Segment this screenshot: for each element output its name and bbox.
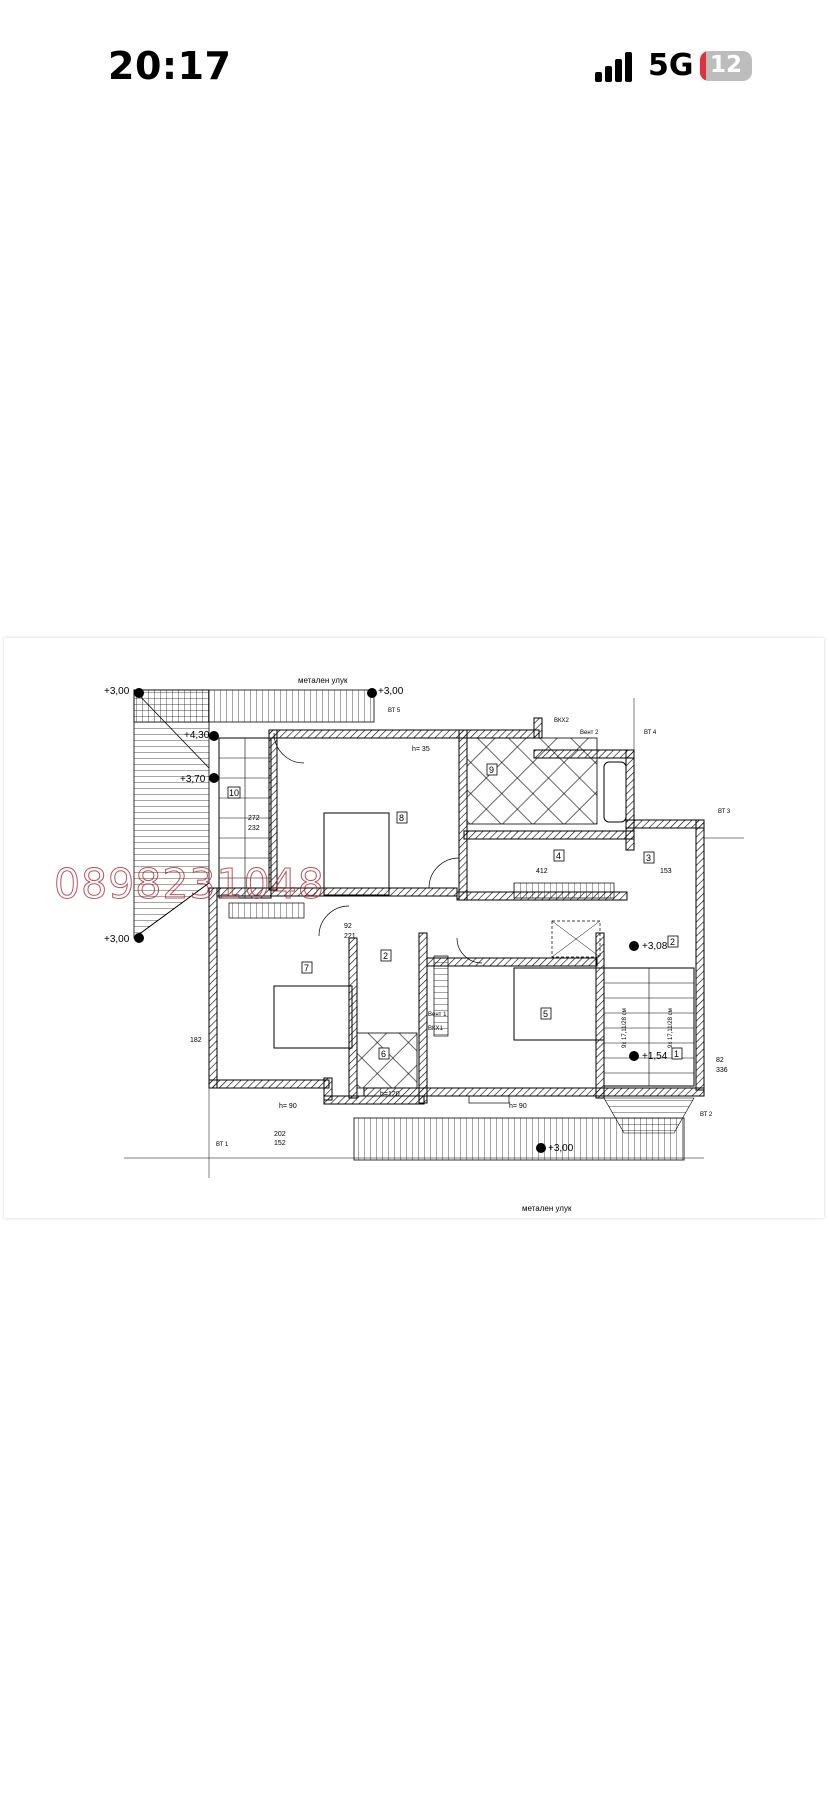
dim-336: 336 bbox=[716, 1067, 728, 1074]
bathroom-9-tiles bbox=[466, 737, 598, 825]
level-300-b: +3,00 bbox=[548, 1143, 574, 1154]
level-370: +3,70 bbox=[180, 774, 206, 785]
dim-412: 412 bbox=[536, 868, 548, 875]
h90a-label: h= 90 bbox=[279, 1103, 297, 1110]
vkh2-label: ВКХ2 bbox=[554, 718, 569, 724]
level-300-l: +3,00 bbox=[104, 934, 130, 945]
room-10-label: 10 bbox=[229, 788, 239, 798]
bathtub bbox=[603, 761, 627, 823]
bt2-label: ВТ 2 bbox=[700, 1112, 713, 1118]
phone-watermark: 0898231048 bbox=[54, 860, 325, 909]
bt3-label: ВТ 3 bbox=[718, 809, 731, 815]
dim-153: 153 bbox=[660, 868, 672, 875]
room-4-label: 4 bbox=[556, 851, 561, 861]
battery-level: 12 bbox=[709, 52, 742, 78]
room-3-label: 3 bbox=[646, 853, 651, 863]
h90b-label: h= 90 bbox=[509, 1103, 527, 1110]
bed-room-5 bbox=[513, 967, 605, 1041]
dim-272: 272 bbox=[248, 815, 260, 822]
dim-232: 232 bbox=[248, 825, 260, 832]
vkh1-label: ВКХ1 bbox=[428, 1026, 443, 1032]
battery-icon: 12 bbox=[700, 51, 752, 81]
level-430: +4,30 bbox=[184, 730, 210, 741]
level-300-tr: +3,00 bbox=[378, 686, 404, 697]
cellular-signal-icon bbox=[595, 52, 632, 82]
network-type: 5G bbox=[648, 48, 694, 83]
level-markers bbox=[134, 688, 639, 1153]
room-8-label: 8 bbox=[399, 813, 404, 823]
dim-202: 202 bbox=[274, 1131, 286, 1138]
gutter-bottom-label: метален улук bbox=[522, 1204, 572, 1213]
room-9-label: 9 bbox=[489, 765, 494, 775]
clock-time: 20:17 bbox=[108, 44, 232, 88]
bt5-label: ВТ 5 bbox=[388, 708, 401, 714]
bathroom-6-tiles bbox=[356, 1032, 418, 1089]
floor-plan-image[interactable]: метален улук метален улук +3,00 +3,00 +3… bbox=[4, 638, 824, 1218]
room-5-label: 5 bbox=[543, 1009, 548, 1019]
level-308: +3,08 bbox=[642, 941, 668, 952]
stairs-label-1: 9x 17,11/28 см bbox=[622, 1008, 628, 1048]
h35-label: h= 35 bbox=[412, 746, 430, 753]
room-1-label: 1 bbox=[674, 1049, 679, 1059]
vent2-label: Вент 2 bbox=[580, 730, 599, 736]
dim-182: 182 bbox=[190, 1037, 202, 1044]
h120-label: h=120 bbox=[380, 1091, 400, 1098]
dim-82: 82 bbox=[716, 1057, 724, 1064]
room-2-label: 2 bbox=[383, 951, 388, 961]
dim-221: 221 bbox=[344, 933, 356, 940]
bt1-label: ВТ 1 bbox=[216, 1142, 229, 1148]
room-2b-label: 2 bbox=[670, 937, 675, 947]
dim-92: 92 bbox=[344, 923, 352, 930]
room-7-label: 7 bbox=[304, 963, 309, 973]
stairs-label-2: 9x 17,11/28 см bbox=[668, 1008, 674, 1048]
battery-fill bbox=[700, 51, 706, 81]
level-300-tl: +3,00 bbox=[104, 686, 130, 697]
bed-room-7 bbox=[273, 985, 353, 1049]
room-6-label: 6 bbox=[381, 1049, 386, 1059]
floor-plan-drawing: метален улук метален улук +3,00 +3,00 +3… bbox=[104, 676, 744, 1213]
status-bar: 20:17 5G 12 bbox=[0, 0, 828, 130]
dim-152: 152 bbox=[274, 1140, 286, 1147]
vent1-label: Вент 1 bbox=[428, 1012, 447, 1018]
bt4-label: ВТ 4 bbox=[644, 730, 657, 736]
level-154: +1,54 bbox=[642, 1051, 668, 1062]
gutter-top-label: метален улук bbox=[298, 676, 348, 685]
bed-room-8 bbox=[323, 812, 390, 896]
